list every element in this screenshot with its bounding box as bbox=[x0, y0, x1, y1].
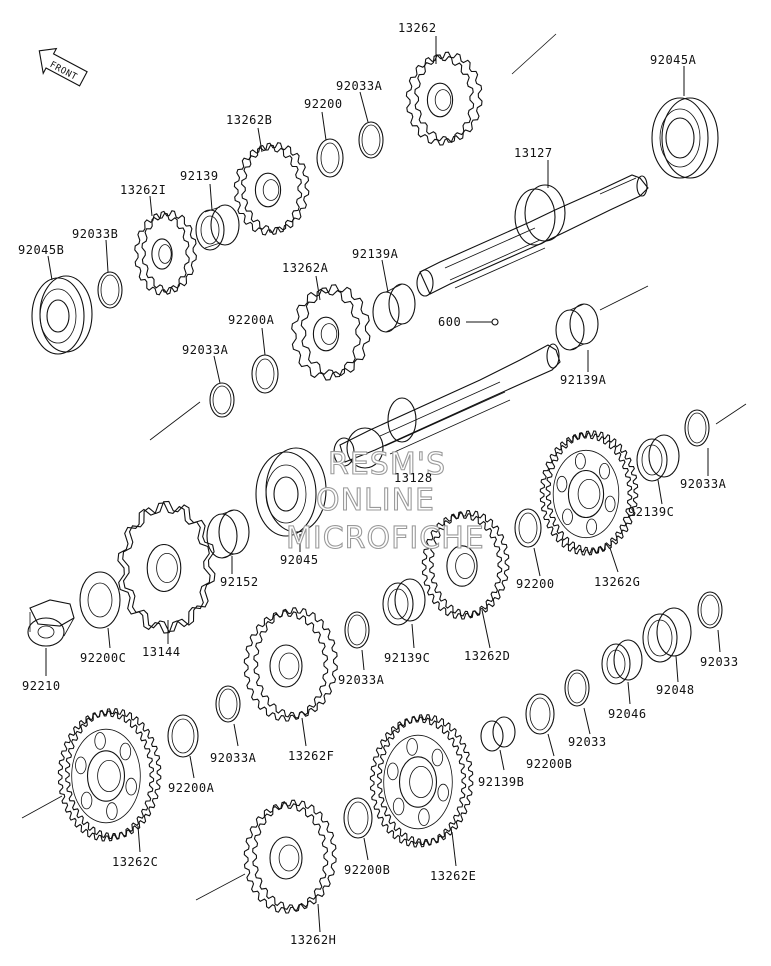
front-arrow: FRONT bbox=[38, 47, 88, 87]
label-92200A-low: 92200A bbox=[168, 781, 215, 795]
label-92033-mid: 92033 bbox=[568, 735, 607, 749]
label-92139A-mid: 92139A bbox=[560, 373, 607, 387]
collar-92152 bbox=[206, 509, 250, 559]
gear-13262F bbox=[243, 607, 338, 722]
washer-92200C bbox=[79, 571, 121, 629]
shaft-13127 bbox=[416, 174, 649, 297]
label-92200A-mid: 92200A bbox=[228, 313, 275, 327]
washer-92200A-low bbox=[167, 714, 199, 758]
label-92045A: 92045A bbox=[650, 53, 697, 67]
gear-13262I bbox=[134, 210, 197, 296]
nut-92210 bbox=[27, 599, 75, 647]
label-92210: 92210 bbox=[22, 679, 61, 693]
label-92045B: 92045B bbox=[18, 243, 64, 257]
label-13127: 13127 bbox=[514, 146, 553, 160]
watermark-line3: MICROFICHE bbox=[286, 521, 485, 556]
part-labels: 13262 92033A 92045A 92200 13262B 13127 9… bbox=[18, 21, 739, 947]
gear-13262G bbox=[539, 430, 639, 556]
needle-bearing-92139C-mid bbox=[382, 578, 426, 626]
bearing-92045 bbox=[255, 447, 327, 537]
washer-92200-top bbox=[316, 138, 344, 178]
circlip-92033B bbox=[97, 271, 123, 309]
circlip-92033A-low2 bbox=[215, 685, 241, 723]
circlip-92033A-low bbox=[344, 611, 370, 649]
gear-13262A bbox=[291, 284, 371, 381]
label-92033A-low2: 92033A bbox=[210, 751, 257, 765]
gears bbox=[57, 51, 639, 914]
label-13262F: 13262F bbox=[288, 749, 334, 763]
collar-92139A-mid bbox=[555, 303, 599, 351]
label-92033A-top: 92033A bbox=[336, 79, 383, 93]
label-92045: 92045 bbox=[280, 553, 319, 567]
label-92033B: 92033B bbox=[72, 227, 118, 241]
washer-92200A-mid bbox=[251, 354, 279, 394]
collar-92139B bbox=[480, 716, 516, 752]
bearing-92045A bbox=[651, 97, 719, 179]
needle-bearing-92139C-right bbox=[636, 434, 680, 482]
gear-13262C bbox=[57, 708, 162, 842]
label-13262G: 13262G bbox=[594, 575, 640, 589]
bearing-92045B bbox=[31, 275, 93, 355]
gear-13262E bbox=[369, 714, 474, 848]
watermark: RESM'S ONLINE MICROFICHE bbox=[285, 446, 485, 556]
circlip-92033A-mid bbox=[209, 382, 235, 418]
label-13262E: 13262E bbox=[430, 869, 476, 883]
collar-92139A-top bbox=[372, 283, 416, 333]
gear-13262H bbox=[243, 799, 337, 914]
label-92139B: 92139B bbox=[478, 775, 524, 789]
label-92033A-right: 92033A bbox=[680, 477, 727, 491]
label-13262H: 13262H bbox=[290, 933, 336, 947]
label-92139C-right: 92139C bbox=[628, 505, 674, 519]
label-92033A-low: 92033A bbox=[338, 673, 385, 687]
label-92200-top: 92200 bbox=[304, 97, 343, 111]
label-92200C: 92200C bbox=[80, 651, 126, 665]
label-13262: 13262 bbox=[398, 21, 437, 35]
label-92046: 92046 bbox=[608, 707, 647, 721]
label-600: 600 bbox=[438, 315, 461, 329]
label-92139: 92139 bbox=[180, 169, 219, 183]
label-13262C: 13262C bbox=[112, 855, 158, 869]
circlip-92033-right bbox=[697, 591, 723, 629]
needle-bearing-92139 bbox=[195, 204, 240, 251]
label-92033A-mid: 92033A bbox=[182, 343, 229, 357]
gear-13144 bbox=[117, 500, 216, 634]
collar-92048 bbox=[642, 607, 692, 663]
label-13262I: 13262I bbox=[120, 183, 166, 197]
label-92200-mid: 92200 bbox=[516, 577, 555, 591]
watermark-line1: RESM'S bbox=[328, 447, 446, 482]
label-92139C-mid: 92139C bbox=[384, 651, 430, 665]
label-13262D: 13262D bbox=[464, 649, 510, 663]
label-92200B-low: 92200B bbox=[344, 863, 390, 877]
shaft-13128 bbox=[333, 343, 561, 469]
label-92033-right: 92033 bbox=[700, 655, 739, 669]
circlip-92033A-right bbox=[684, 409, 710, 447]
label-92152: 92152 bbox=[220, 575, 259, 589]
label-13144: 13144 bbox=[142, 645, 181, 659]
leader-lines bbox=[21, 33, 747, 933]
circlip-92033A-top bbox=[358, 121, 384, 159]
label-13262A: 13262A bbox=[282, 261, 329, 275]
watermark-line2: ONLINE bbox=[316, 483, 435, 518]
washer-92200B-mid bbox=[525, 693, 555, 735]
gear-13262D bbox=[421, 510, 510, 620]
label-92200B-mid: 92200B bbox=[526, 757, 572, 771]
washer-92200-mid bbox=[514, 508, 542, 548]
washer-92200B-low bbox=[343, 797, 373, 839]
circlip-92033-mid bbox=[564, 669, 590, 707]
gear-13262 bbox=[405, 51, 483, 146]
needle-bearing-92046 bbox=[601, 639, 643, 685]
label-92048: 92048 bbox=[656, 683, 695, 697]
label-13262B: 13262B bbox=[226, 113, 272, 127]
gear-13262B bbox=[233, 142, 310, 236]
label-13128: 13128 bbox=[394, 471, 433, 485]
label-92139A-top: 92139A bbox=[352, 247, 399, 261]
